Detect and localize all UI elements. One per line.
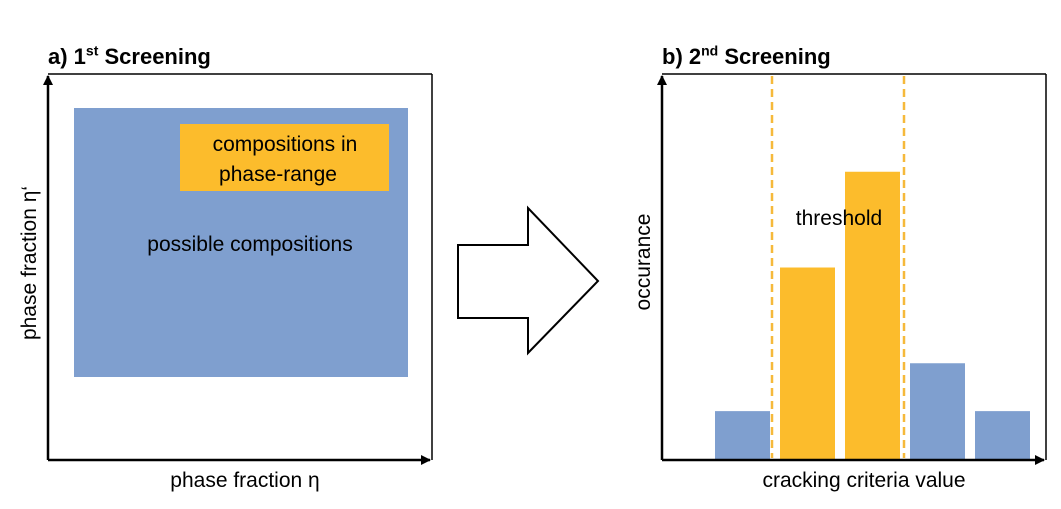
panel-a-y-label: phase fraction η‘ (18, 186, 41, 340)
panel-a-title: a) 1st Screening (48, 42, 211, 69)
histogram-bar (780, 267, 835, 459)
histogram-bar (910, 363, 965, 459)
outer-label: possible compositions (147, 233, 352, 256)
histogram-bar (715, 411, 770, 459)
inner-label-line1: compositions in (213, 133, 358, 156)
threshold-label: threshold (796, 207, 882, 230)
panel-b-x-label: cracking criteria value (762, 469, 965, 492)
histogram-bars (715, 171, 1030, 459)
transition-arrow-icon (457, 205, 600, 356)
panel-b: threshold cracking criteria value occura… (632, 73, 1047, 492)
histogram-bar (845, 171, 900, 459)
phase-range-region (180, 124, 389, 191)
panel-a: compositions in phase-range possible com… (18, 73, 433, 492)
panel-b-y-label: occurance (632, 214, 655, 311)
histogram-bar (975, 411, 1030, 459)
inner-label-line2: phase-range (219, 163, 337, 186)
panel-a-x-label: phase fraction η (170, 469, 319, 492)
panel-b-title: b) 2nd Screening (662, 42, 831, 69)
